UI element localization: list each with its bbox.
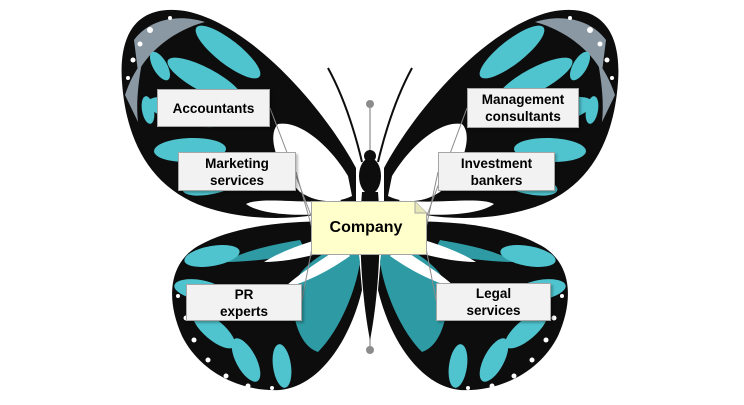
node-label: Accountants <box>172 100 255 116</box>
node-investment-bankers: Investment bankers <box>438 152 555 191</box>
node-management-consultants: Management consultants <box>467 88 579 128</box>
node-legal-services: Legal services <box>436 283 551 321</box>
center-node-label: Company <box>329 219 403 236</box>
center-node-company: Company <box>311 201 427 255</box>
node-label: Investment bankers <box>460 155 533 188</box>
node-label: PR experts <box>219 286 269 319</box>
node-marketing-services: Marketing services <box>178 152 296 191</box>
node-label: Marketing services <box>205 155 269 188</box>
node-label: Management consultants <box>481 92 565 124</box>
node-pr-experts: PR experts <box>186 284 302 321</box>
node-label: Legal services <box>466 286 521 318</box>
node-accountants: Accountants <box>157 89 270 127</box>
